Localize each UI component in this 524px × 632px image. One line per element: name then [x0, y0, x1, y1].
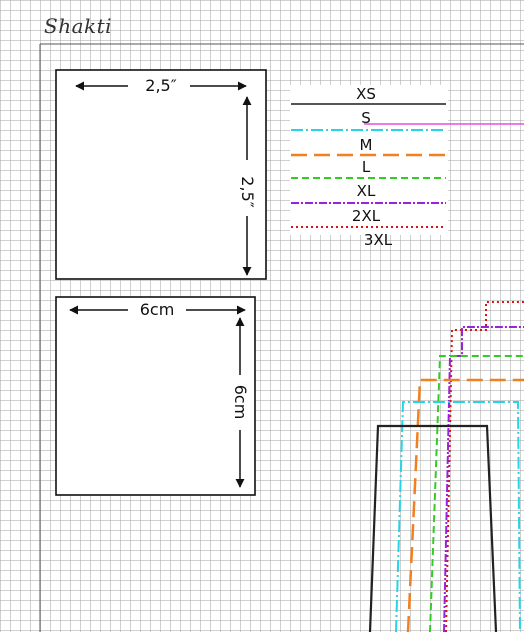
legend-label-xs: XS	[356, 85, 376, 103]
size-legend: XS S M L XL 2XL 3XL	[290, 85, 524, 249]
test-square-imperial: 2,5″ 2,5″	[55, 69, 267, 280]
square-imperial-width-label: 2,5″	[145, 76, 176, 95]
test-square-metric: 6cm 6cm	[55, 296, 256, 496]
outline-3xl	[445, 301, 524, 632]
outline-2xl	[443, 326, 524, 632]
legend-label-xl: XL	[357, 182, 376, 200]
square-imperial-height-label: 2,5″	[238, 176, 257, 207]
outline-xs	[368, 424, 498, 632]
legend-label-3xl: 3XL	[364, 231, 393, 249]
pattern-piece	[368, 301, 524, 632]
legend-label-l: L	[362, 158, 371, 176]
legend-label-s: S	[361, 109, 371, 127]
square-metric-width-label: 6cm	[140, 300, 175, 319]
square-metric-outline	[55, 296, 256, 496]
legend-label-m: M	[360, 136, 373, 154]
square-imperial-outline	[55, 69, 267, 280]
outline-l	[406, 378, 524, 632]
outline-m	[395, 401, 521, 632]
legend-background	[290, 85, 448, 235]
outline-xl	[429, 355, 524, 632]
legend-label-2xl: 2XL	[352, 207, 381, 225]
square-metric-height-label: 6cm	[231, 385, 250, 420]
brand-logo: Shakti	[44, 14, 113, 38]
